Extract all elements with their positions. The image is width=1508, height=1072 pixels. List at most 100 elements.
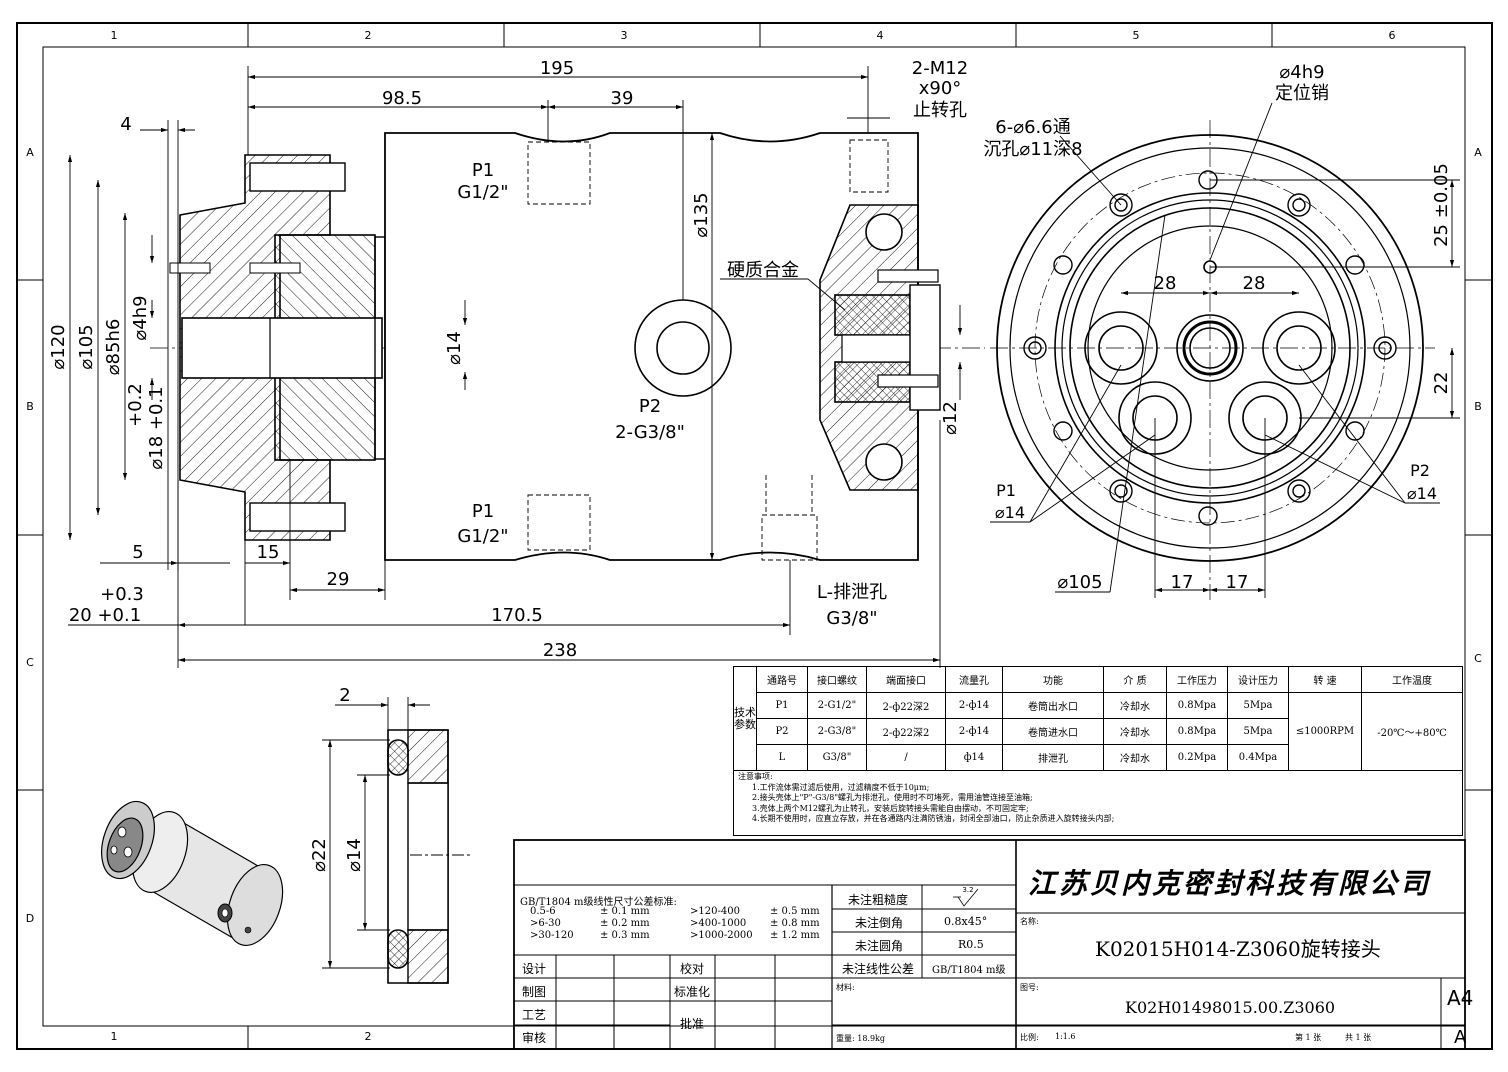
dim-29: 29 [327, 569, 350, 590]
seal-dim-d14: ⌀14 [344, 838, 365, 872]
note-item: 4.长期不使用时，应直立存放，并在各通路内注满防锈油，封闭全部油口，防止杂质进入… [752, 814, 1115, 823]
revision: A [1454, 1027, 1467, 1048]
roughness-value: 3.2 [962, 886, 973, 894]
tech-cell: G3/8" [807, 744, 867, 771]
tech-header: 工作温度 [1361, 666, 1463, 693]
tol20-lower: 20 +0.1 [69, 605, 141, 626]
seal-detail [322, 697, 470, 984]
design-label: 设计 [522, 962, 547, 976]
craft-label: 工艺 [522, 1008, 547, 1022]
chamfer-label: 未注倒角 [855, 916, 904, 930]
tech-cell: 0.4Mpa [1227, 744, 1289, 771]
p1r-label: P1 [996, 481, 1016, 500]
p1-bottom-label: P1 [472, 501, 494, 522]
tech-cell: ф14 [945, 744, 1003, 771]
zone-bottom-2: 2 [365, 1030, 372, 1043]
tech-cell: 2-G1/2" [807, 692, 867, 719]
section-dimensions [67, 66, 963, 668]
tech-cell: P2 [756, 718, 808, 745]
title-block-frame [513, 839, 1466, 1050]
dim-d120: ⌀120 [48, 324, 69, 369]
tech-cell: 0.2Mpa [1166, 744, 1228, 771]
tech-cell: 0.8Mpa [1166, 718, 1228, 745]
p1-bottom-thread: G1/2" [457, 526, 508, 547]
tech-header: 流量孔 [945, 666, 1003, 693]
tech-header: 设计压力 [1227, 666, 1289, 693]
tolerance-title: GB/T1804 m级线性尺寸公差标准: [520, 897, 677, 908]
tech-params-table: 技术参数 通路号 接口螺纹 端面接口 流量孔 功能 介 质 工作压力 设计压力 … [733, 666, 1463, 771]
zone-right-c: C [1474, 652, 1482, 665]
seal-dim-2: 2 [339, 685, 350, 706]
zone-top-3: 3 [621, 29, 628, 42]
p1-top-label: P1 [472, 160, 494, 181]
material-label: 材料: [836, 983, 855, 992]
p2-label: P2 [639, 396, 661, 417]
tech-header: 介 质 [1103, 666, 1167, 693]
tech-cell: 冷却水 [1103, 718, 1167, 745]
std-label: 标准化 [674, 985, 711, 999]
tech-header: 端面接口 [866, 666, 946, 693]
rough-label: 未注粗糙度 [848, 893, 909, 907]
dim-195: 195 [540, 58, 574, 79]
zone-right-b: B [1474, 400, 1482, 413]
zone-left-d: D [26, 912, 34, 925]
tech-side-label: 技术参数 [733, 666, 757, 771]
tech-cell: 5Mpa [1227, 718, 1289, 745]
name-label: 名称: [1020, 917, 1039, 926]
tech-cell: 冷却水 [1103, 744, 1167, 771]
weight-value: 重量: 18.9kg [836, 1034, 886, 1043]
chamfer-value: 0.8x45° [944, 915, 988, 928]
tol20-upper: +0.3 [100, 584, 144, 605]
dim-d12: ⌀12 [940, 401, 961, 435]
part-name: K02015H014-Z3060旋转接头 [1095, 937, 1381, 961]
holes-label-2: 沉孔⌀11深8 [983, 139, 1082, 160]
dim-170-5: 170.5 [491, 605, 543, 626]
scale-value: 1:1.6 [1055, 1032, 1076, 1041]
p1-top-thread: G1/2" [457, 182, 508, 203]
zone-top-4: 4 [877, 29, 884, 42]
m12-line2: x90° [919, 78, 962, 99]
tol-value: GB/T1804 m级 [932, 965, 1006, 976]
note-item: 2.接头壳体上"P"-G3/8"螺孔为排泄孔，使用时不可堵死，需用油管连接至油箱… [752, 793, 1033, 802]
hard-alloy-label: 硬质合金 [727, 260, 799, 281]
round-label: 未注圆角 [855, 939, 904, 953]
company-name: 江苏贝内克密封科技有限公司 [1028, 867, 1432, 900]
seal-dim-d22: ⌀22 [309, 838, 330, 872]
tech-cell: 2-ф22深2 [866, 718, 946, 745]
tech-header: 接口螺纹 [807, 666, 867, 693]
drawing-number: K02H01498015.00.Z3060 [1125, 998, 1336, 1017]
zone-right-a: A [1474, 146, 1482, 159]
pin-label-2: 定位销 [1275, 83, 1329, 104]
holes-label-1: 6-⌀6.6通 [995, 117, 1070, 138]
sheet-number: 第 1 张 [1295, 1033, 1322, 1042]
tech-speed: ≤1000RPM [1288, 692, 1362, 771]
zone-left-c: C [26, 656, 34, 669]
dim-22: 22 [1431, 372, 1452, 395]
zone-top-2: 2 [365, 29, 372, 42]
dim-39: 39 [611, 88, 634, 109]
review-label: 审核 [522, 1031, 547, 1045]
pin-label-1: ⌀4h9 [1279, 62, 1324, 83]
zone-left-b: B [26, 400, 34, 413]
end-view [990, 102, 1460, 600]
p2r-label: P2 [1410, 461, 1430, 480]
note-item: 1.工作流体需过滤后使用，过滤精度不低于10μm; [752, 782, 930, 792]
dim-d4h9: ⌀4h9 [130, 295, 151, 340]
check-label: 校对 [680, 962, 705, 976]
draw-label: 制图 [522, 985, 547, 999]
tech-cell: / [866, 744, 946, 771]
zone-top-6: 6 [1389, 29, 1396, 42]
isometric-view [101, 800, 284, 946]
tech-cell: 2-ф14 [945, 718, 1003, 745]
roughness-symbol-icon [953, 888, 979, 907]
tech-header: 功能 [1002, 666, 1104, 693]
dim-17-left: 17 [1171, 572, 1194, 593]
tech-temp: -20℃～+80℃ [1361, 692, 1463, 771]
dim-d135: ⌀135 [691, 192, 712, 237]
code-label: 图号: [1020, 983, 1039, 992]
dim-238: 238 [543, 640, 577, 661]
m12-line3: 止转孔 [913, 100, 967, 121]
dim-15: 15 [257, 542, 280, 563]
tol-label: 未注线性公差 [842, 962, 915, 976]
